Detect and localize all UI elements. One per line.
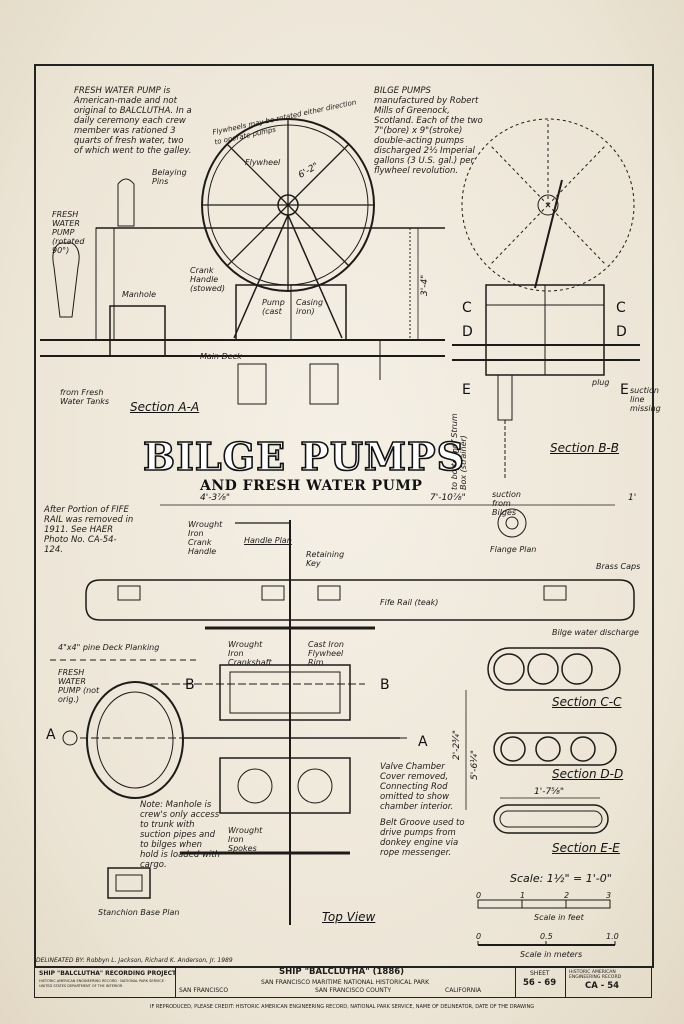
caption-top-view: Top View [322, 910, 376, 924]
scale-feet-tick-2: 2 [564, 891, 570, 900]
title-block-sheet: SHEET 56 - 69 [515, 967, 566, 997]
marker-e-left: E [462, 382, 471, 398]
label-casing-iron: Casing iron) [296, 298, 324, 316]
section-bb-elevation [452, 118, 640, 538]
state-name: CALIFORNIA [445, 987, 482, 994]
label-cast-iron-flywheel-rim: Cast Iron Flywheel Rim [308, 640, 344, 667]
county-name: SAN FRANCISCO COUNTY [315, 987, 392, 994]
label-handle-plan: Handle Plan [244, 536, 292, 545]
scale-meter-tick-0: 0 [476, 932, 482, 941]
note-belt-groove: Belt Groove used to drive pumps from don… [380, 818, 465, 858]
label-fife-rail-teak: Fife Rail (teak) [380, 598, 439, 607]
label-brass-caps: Brass Caps [596, 562, 641, 571]
label-crank-handle: Crank Handle (stowed) [190, 266, 225, 293]
label-fresh-water-pump-not-orig: FRESH WATER PUMP (not orig.) [58, 668, 100, 704]
marker-c-left: C [462, 300, 472, 316]
scale-meters-label: Scale in meters [520, 950, 583, 959]
scale-bars [477, 899, 616, 946]
label-fresh-water-pump-rotated: FRESH WATER PUMP (rotated 90°) [52, 210, 85, 255]
haer-name: HISTORIC AMERICAN ENGINEERING RECORD [569, 970, 622, 980]
title-block-haer: HISTORIC AMERICAN ENGINEERING RECORD CA … [565, 967, 651, 997]
marker-b-left: B [185, 677, 195, 693]
label-main-deck: Main Deck [200, 352, 242, 361]
label-retaining-key: Retaining Key [306, 550, 345, 568]
dimension-3ft: 3'-4" [420, 274, 430, 296]
scale-feet-tick-3: 3 [606, 891, 612, 900]
haer-number: CA - 54 [585, 981, 620, 991]
drawing-subtitle: AND FRESH WATER PUMP [200, 478, 423, 494]
city-name: SAN FRANCISCO [179, 987, 229, 994]
label-bilge-water-discharge: Bilge water discharge [552, 628, 639, 637]
label-plug: plug [592, 378, 610, 387]
scale-feet-label: Scale in feet [534, 913, 584, 922]
project-name: SHIP "BALCLUTHA" RECORDING PROJECT [39, 970, 177, 977]
ship-name: SHIP "BALCLUTHA" (1886) [279, 967, 405, 977]
label-suction-line-missing: suction line missing [630, 386, 661, 413]
dimension-4ft: 4'-3⅞" [200, 493, 231, 503]
label-wrought-iron-crank-handle: Wrought Iron Crank Handle [188, 520, 223, 556]
sections-cde [487, 647, 621, 834]
note-bilge-pumps: BILGE PUMPS manufactured by Robert Mills… [374, 86, 483, 176]
delineation-credit: DELINEATED BY: Robbyn L. Jackson, Richar… [36, 957, 233, 964]
marker-d-left: D [462, 324, 473, 340]
dimension-5ft: 5'-6¼" [470, 749, 480, 780]
section-aa-elevation [40, 118, 445, 405]
note-fresh-water-pump: FRESH WATER PUMP is American-made and no… [74, 86, 192, 156]
dimension-1ft: 1' [628, 493, 637, 503]
scale-text: Scale: 1½" = 1'-0" [510, 872, 612, 885]
scale-meter-tick-1: 0.5 [540, 932, 553, 941]
scale-feet-tick-0: 0 [476, 891, 482, 900]
project-agency: HISTORIC AMERICAN ENGINEERING RECORD · N… [39, 979, 167, 988]
label-deck-planking: 4"x4" pine Deck Planking [58, 643, 160, 652]
marker-a-left: A [46, 727, 56, 743]
scale-meter-tick-2: 1.0 [606, 932, 619, 941]
label-stanchion-base-plan: Stanchion Base Plan [98, 908, 180, 917]
caption-section-aa: Section A-A [130, 400, 200, 414]
dimension-7ft: 7'-10⅞" [430, 493, 466, 503]
sheet-label: SHEET [530, 970, 550, 977]
title-block-center: SHIP "BALCLUTHA" (1886) SAN FRANCISCO MA… [175, 967, 516, 997]
marker-e-right: E [620, 382, 629, 398]
note-valve-chamber: Valve Chamber Cover removed, Connecting … [380, 762, 454, 812]
label-from-fresh-water-tanks: from Fresh Water Tanks [60, 388, 110, 406]
marker-b-right: B [380, 677, 390, 693]
dimension-1ft-7: 1'-7⅝" [534, 787, 565, 797]
sheet-number: 56 - 69 [523, 978, 557, 988]
label-flange-plan: Flange Plan [490, 545, 537, 554]
park-name: SAN FRANCISCO MARITIME NATIONAL HISTORIC… [261, 979, 430, 986]
reproduction-credit: IF REPRODUCED, PLEASE CREDIT: HISTORIC A… [150, 1004, 535, 1010]
caption-section-ee: Section E-E [552, 841, 620, 855]
caption-section-dd: Section D-D [552, 767, 624, 781]
marker-d-right: D [616, 324, 627, 340]
label-flywheel: Flywheel [245, 158, 281, 167]
label-pump-cast: Pump (cast [262, 298, 285, 316]
drawing-title: BILGE PUMPS [142, 433, 466, 480]
caption-section-bb: Section B-B [550, 441, 619, 455]
label-manhole: Manhole [122, 290, 156, 299]
marker-c-right: C [616, 300, 626, 316]
top-view-plan [50, 520, 635, 925]
label-belaying-pins: Belaying Pins [152, 168, 187, 186]
dimension-2ft: 2'-2¾" [452, 729, 462, 760]
label-wrought-iron-spokes: Wrought Iron Spokes [228, 826, 263, 853]
note-fife-rail: After Portion of FIFE RAIL was removed i… [44, 505, 134, 555]
scale-feet-tick-1: 1 [520, 891, 526, 900]
dimension-lines [160, 228, 615, 810]
caption-section-cc: Section C-C [552, 695, 622, 709]
marker-a-right: A [418, 734, 428, 750]
title-block-project: SHIP "BALCLUTHA" RECORDING PROJECT HISTO… [35, 967, 176, 997]
label-suction-from-bilges: suction from Bilges [492, 490, 521, 517]
drawing-border [34, 64, 654, 968]
title-block: SHIP "BALCLUTHA" RECORDING PROJECT HISTO… [34, 966, 652, 998]
note-manhole: Note: Manhole is crew's only access to t… [140, 800, 221, 870]
label-wrought-iron-crankshaft: Wrought Iron Crankshaft [228, 640, 272, 667]
